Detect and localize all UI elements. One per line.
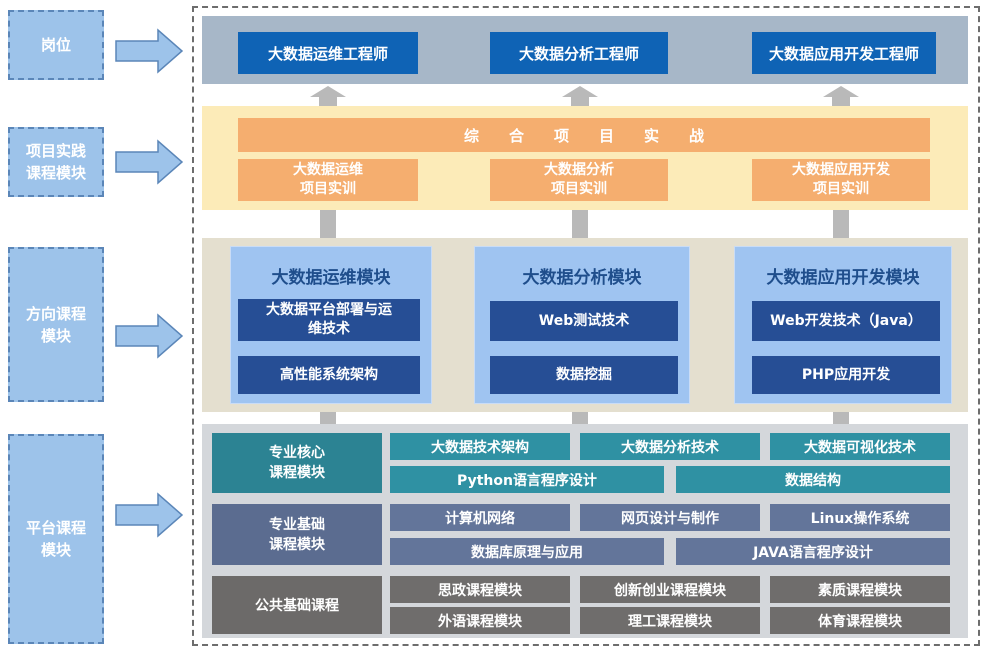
right-arrow-icon bbox=[114, 28, 184, 74]
practice-ops-training: 大数据运维 项目实训 bbox=[238, 159, 418, 201]
job-appdev-engineer: 大数据应用开发工程师 bbox=[752, 32, 936, 74]
up-arrow-icon bbox=[823, 86, 859, 106]
practice-ops-training-label: 大数据运维 项目实训 bbox=[293, 162, 363, 197]
direction-appdev-item-webdev: Web开发技术（Java） bbox=[752, 301, 940, 341]
practice-appdev-training: 大数据应用开发 项目实训 bbox=[752, 159, 930, 201]
core-item-data-structures: 数据结构 bbox=[676, 466, 950, 493]
side-label-practice-text: 项目实践 课程模块 bbox=[25, 142, 86, 182]
direction-panel-appdev-title: 大数据应用开发模块 bbox=[766, 267, 920, 288]
connector-bar bbox=[833, 210, 849, 238]
side-label-jobs: 岗位 bbox=[8, 10, 104, 80]
up-arrow-icon bbox=[562, 86, 598, 106]
up-arrow-icon bbox=[310, 86, 346, 106]
connector-bar bbox=[572, 210, 588, 238]
public-item-language: 外语课程模块 bbox=[390, 607, 570, 634]
combined-project-practice: 综 合 项 目 实 战 bbox=[238, 118, 930, 152]
public-item-politics: 思政课程模块 bbox=[390, 576, 570, 603]
connector-bar bbox=[320, 210, 336, 238]
public-item-innovation: 创新创业课程模块 bbox=[580, 576, 760, 603]
side-label-direction: 方向课程 模块 bbox=[8, 247, 104, 402]
basic-course-label: 专业基础 课程模块 bbox=[212, 504, 382, 565]
side-label-platform: 平台课程 模块 bbox=[8, 434, 104, 644]
direction-ops-item-deploy: 大数据平台部署与运 维技术 bbox=[238, 299, 420, 341]
direction-panel-analysis-title: 大数据分析模块 bbox=[522, 267, 642, 288]
side-label-practice: 项目实践 课程模块 bbox=[8, 127, 104, 197]
basic-item-webdesign: 网页设计与制作 bbox=[580, 504, 760, 531]
practice-appdev-training-label: 大数据应用开发 项目实训 bbox=[792, 162, 890, 197]
public-item-sports: 体育课程模块 bbox=[770, 607, 950, 634]
direction-ops-item-arch: 高性能系统架构 bbox=[238, 356, 420, 394]
core-item-analysis: 大数据分析技术 bbox=[580, 433, 760, 460]
right-arrow-icon bbox=[114, 313, 184, 359]
public-course-label: 公共基础课程 bbox=[212, 576, 382, 634]
basic-item-java: JAVA语言程序设计 bbox=[676, 538, 950, 565]
practice-analysis-training-label: 大数据分析 项目实训 bbox=[544, 162, 614, 197]
basic-item-network: 计算机网络 bbox=[390, 504, 570, 531]
direction-analysis-item-webtest: Web测试技术 bbox=[490, 301, 678, 341]
job-ops-engineer: 大数据运维工程师 bbox=[238, 32, 418, 74]
core-item-visualization: 大数据可视化技术 bbox=[770, 433, 950, 460]
direction-analysis-item-mining: 数据挖掘 bbox=[490, 356, 678, 394]
side-label-direction-text: 方向课程 模块 bbox=[25, 304, 86, 345]
connector-bar bbox=[833, 412, 849, 424]
combined-project-practice-label: 综 合 项 目 实 战 bbox=[463, 126, 704, 145]
side-label-jobs-text: 岗位 bbox=[40, 36, 71, 54]
job-analysis-engineer-label: 大数据分析工程师 bbox=[518, 44, 639, 63]
right-arrow-icon bbox=[114, 139, 184, 185]
core-course-label: 专业核心 课程模块 bbox=[212, 433, 382, 493]
job-appdev-engineer-label: 大数据应用开发工程师 bbox=[768, 44, 919, 63]
connector-bar bbox=[320, 412, 336, 424]
practice-analysis-training: 大数据分析 项目实训 bbox=[490, 159, 668, 201]
basic-item-database: 数据库原理与应用 bbox=[390, 538, 664, 565]
direction-panel-ops-title: 大数据运维模块 bbox=[271, 267, 391, 288]
core-item-architecture: 大数据技术架构 bbox=[390, 433, 570, 460]
basic-item-linux: Linux操作系统 bbox=[770, 504, 950, 531]
core-item-python: Python语言程序设计 bbox=[390, 466, 664, 493]
job-ops-engineer-label: 大数据运维工程师 bbox=[267, 44, 388, 63]
public-item-quality: 素质课程模块 bbox=[770, 576, 950, 603]
direction-appdev-item-php: PHP应用开发 bbox=[752, 356, 940, 394]
job-analysis-engineer: 大数据分析工程师 bbox=[490, 32, 668, 74]
connector-bar bbox=[572, 412, 588, 424]
public-item-science: 理工课程模块 bbox=[580, 607, 760, 634]
side-label-platform-text: 平台课程 模块 bbox=[25, 519, 86, 559]
right-arrow-icon bbox=[114, 492, 184, 538]
